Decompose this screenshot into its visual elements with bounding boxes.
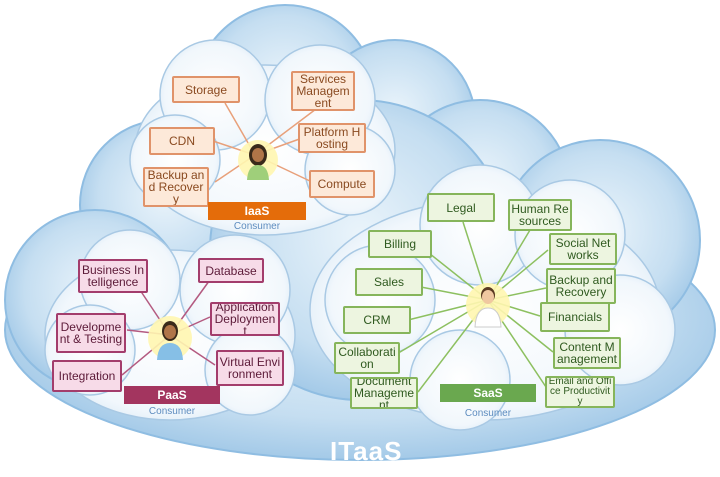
iaas-service-platform-hosting: Platform Hosting xyxy=(298,123,366,153)
saas-category-label: SaaS xyxy=(440,384,536,402)
saas-label: SaaS xyxy=(473,386,503,400)
iaas-service-services-management: Services Management xyxy=(291,71,355,111)
paas-service-integration: Integration xyxy=(52,360,122,392)
paas-service-development-testing: Development & Testing xyxy=(56,313,126,353)
paas-service-application-deployment: Application Deployment xyxy=(210,302,280,336)
saas-service-backup-and-recovery: Backup and Recovery xyxy=(546,268,616,304)
saas-service-sales: Sales xyxy=(355,268,423,296)
paas-label: PaaS xyxy=(157,388,187,402)
iaas-service-compute: Compute xyxy=(309,170,375,198)
saas-service-crm: CRM xyxy=(343,306,411,334)
saas-service-human-resources: Human Resources xyxy=(508,199,572,231)
itaas-title: ITaaS xyxy=(330,436,403,466)
saas-service-collaboration: Collaboration xyxy=(334,342,400,374)
paas-service-virtual-environment: Virtual Environment xyxy=(216,350,284,386)
saas-service-legal: Legal xyxy=(427,193,495,222)
paas-consumer-label: Consumer xyxy=(148,406,196,417)
iaas-consumer-person-icon xyxy=(238,140,278,180)
paas-service-database: Database xyxy=(198,258,264,283)
saas-consumer-label: Consumer xyxy=(464,408,512,419)
saas-service-billing: Billing xyxy=(368,230,432,258)
iaas-service-storage: Storage xyxy=(172,76,240,103)
paas-consumer-person-icon xyxy=(148,316,192,360)
iaas-consumer-label: Consumer xyxy=(233,221,281,232)
saas-service-social-networks: Social Networks xyxy=(549,233,617,265)
saas-service-email-and-office-productivity: Email and Office Productivity xyxy=(545,376,615,408)
paas-service-business-intelligence: Business Intelligence xyxy=(78,259,148,293)
iaas-service-backup-and-recovery: Backup and Recovery xyxy=(143,167,209,207)
saas-consumer-person-icon xyxy=(466,283,510,328)
iaas-category-label: IaaS xyxy=(208,202,306,220)
saas-service-financials: Financials xyxy=(540,302,610,332)
iaas-service-cdn: CDN xyxy=(149,127,215,155)
iaas-label: IaaS xyxy=(244,204,270,218)
paas-category-label: PaaS xyxy=(124,386,220,404)
saas-service-content-management: Content Management xyxy=(553,337,621,369)
saas-service-document-management: Document Management xyxy=(350,377,418,409)
